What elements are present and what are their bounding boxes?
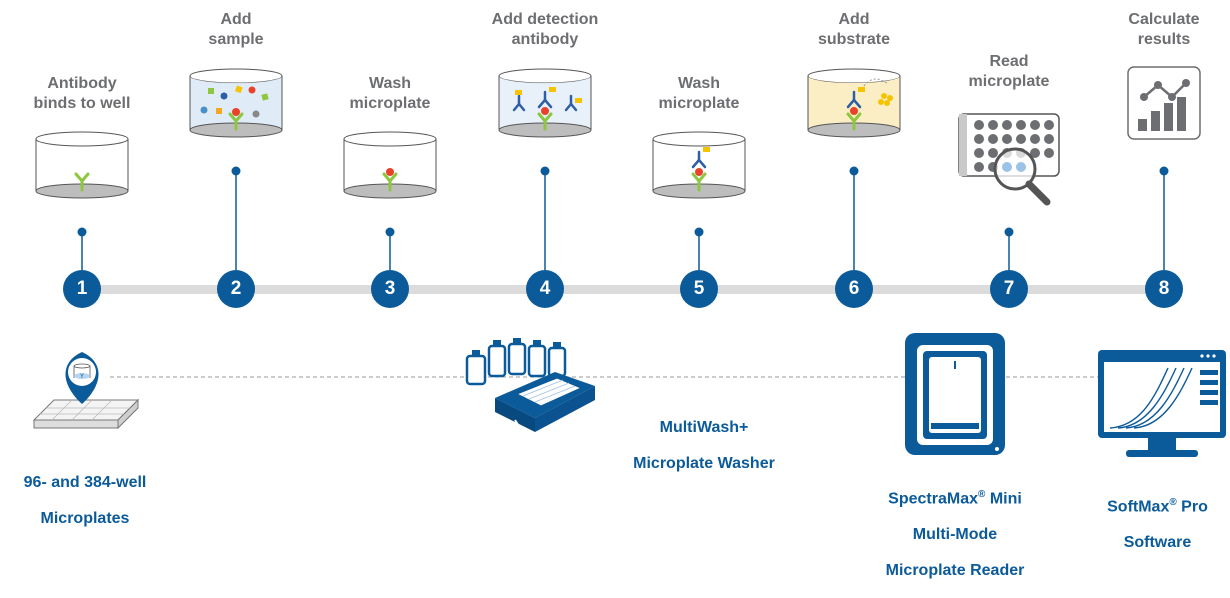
- svg-text:Y: Y: [79, 373, 84, 380]
- step-7-label: Read microplate: [968, 53, 1050, 90]
- software-label-line2: Software: [1123, 534, 1192, 552]
- plate-reader-icon: [905, 333, 1005, 455]
- software-label-line1: SoftMax® Pro: [1085, 494, 1230, 516]
- software-edition: Pro: [1176, 498, 1208, 516]
- workflow-graphics: Y: [32, 66, 1226, 457]
- timeline-bar: [82, 285, 1167, 294]
- elisa-workflow-diagram: Y: [24, 11, 1226, 579]
- step-4-label: Add detection antibody: [491, 11, 599, 48]
- reader-registered-mark: ®: [978, 489, 986, 500]
- software-monitor-icon: [1098, 350, 1226, 457]
- software-registered-mark: ®: [1169, 497, 1177, 508]
- washer-label-line1: MultiWash+: [659, 419, 749, 436]
- reader-model: Mini: [985, 490, 1022, 508]
- well-capture-antibody-icon: [35, 131, 129, 199]
- washer-label: MultiWash+ Microplate Washer: [604, 401, 804, 491]
- step-6-label: Add substrate: [817, 11, 891, 48]
- reader-label-line3: Microplate Reader: [885, 562, 1025, 580]
- step-1-label: Antibody binds to well: [33, 75, 131, 112]
- microplates-label: 96- and 384-well Microplates: [0, 456, 170, 546]
- step-8-label: Calculate results: [1128, 11, 1200, 48]
- step-1-badge: 1: [63, 270, 101, 308]
- step-5-label: Wash microplate: [658, 75, 740, 112]
- reader-label: SpectraMax® Mini Multi-Mode Microplate R…: [860, 468, 1050, 598]
- step-connectors: [77, 166, 1169, 270]
- well-sample-icon: [189, 68, 283, 138]
- microplates-label-line2: Microplates: [40, 510, 130, 527]
- step-4-badge: 4: [526, 270, 564, 308]
- microplates-label-line1: 96- and 384-well: [23, 474, 147, 491]
- step-8-badge: 8: [1145, 270, 1183, 308]
- reader-label-line2: Multi-Mode: [912, 526, 998, 544]
- well-washed-sandwich-icon: [652, 131, 746, 199]
- plate-washer-icon: [465, 338, 595, 436]
- washer-label-line2: Microplate Washer: [633, 455, 775, 472]
- software-brand: SoftMax: [1107, 498, 1170, 516]
- step-3-label: Wash microplate: [349, 75, 431, 112]
- step-6-badge: 6: [835, 270, 873, 308]
- step-5-badge: 5: [680, 270, 718, 308]
- results-chart-icon: [1127, 66, 1201, 140]
- step-2-label: Add sample: [208, 11, 264, 48]
- microplate-pin-icon: Y: [32, 352, 140, 430]
- step-3-badge: 3: [371, 270, 409, 308]
- well-substrate-icon: [807, 68, 901, 138]
- step-2-badge: 2: [217, 270, 255, 308]
- well-detection-antibody-icon: [498, 68, 592, 138]
- reader-brand: SpectraMax: [888, 490, 978, 508]
- well-washed-icon: [343, 131, 437, 199]
- step-7-badge: 7: [990, 270, 1028, 308]
- reader-label-line1: SpectraMax® Mini: [860, 486, 1050, 508]
- microplate-magnifier-icon: [958, 113, 1060, 206]
- software-label: SoftMax® Pro Software: [1085, 476, 1230, 570]
